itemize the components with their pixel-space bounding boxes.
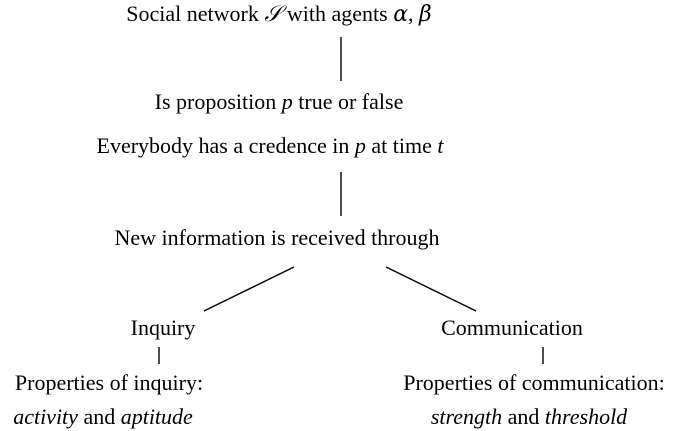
credence-middle: at time bbox=[365, 133, 438, 158]
communication-properties-values: strength and threshold bbox=[431, 404, 627, 430]
communication-properties-title: Properties of communication: bbox=[403, 370, 665, 396]
edge-new-info-to-inquiry bbox=[203, 266, 295, 312]
root-comma: , bbox=[408, 1, 420, 26]
inquiry-prop-aptitude: aptitude bbox=[120, 404, 193, 429]
communication-prop-strength: strength bbox=[430, 404, 503, 429]
root-middle: with agents bbox=[281, 1, 394, 26]
inquiry-node: Inquiry bbox=[131, 315, 196, 341]
new-info-text: New information is received through bbox=[114, 225, 440, 250]
agent-beta: β bbox=[419, 2, 432, 27]
new-info-node: New information is received through bbox=[114, 225, 439, 251]
communication-properties-line: Properties of communication: bbox=[403, 370, 665, 395]
communication-node: Communication bbox=[441, 315, 583, 341]
question-suffix: true or false bbox=[292, 89, 404, 114]
credence-var-p: p bbox=[354, 133, 366, 158]
inquiry-properties-line: Properties of inquiry: bbox=[14, 370, 204, 395]
question-var: p bbox=[281, 89, 293, 114]
inquiry-properties-title: Properties of inquiry: bbox=[15, 370, 203, 396]
communication-prop-threshold: threshold bbox=[544, 404, 628, 429]
root-node: Social network 𝒮 with agents α, β bbox=[126, 1, 432, 28]
question-prefix: Is proposition bbox=[154, 89, 282, 114]
inquiry-prop-activity: activity bbox=[13, 404, 78, 429]
inquiry-properties-values: activity and aptitude bbox=[13, 404, 193, 430]
inquiry-label: Inquiry bbox=[130, 315, 196, 340]
credence-var-t: t bbox=[437, 133, 444, 158]
question-node: Is proposition p true or false bbox=[155, 89, 404, 115]
agent-alpha: α bbox=[393, 2, 409, 27]
edge-new-info-to-communication bbox=[385, 266, 477, 312]
inquiry-prop-and: and bbox=[77, 404, 121, 429]
network-symbol: 𝒮 bbox=[264, 2, 282, 27]
credence-node: Everybody has a credence in p at time t bbox=[97, 133, 444, 159]
root-prefix: Social network bbox=[126, 1, 265, 26]
credence-prefix: Everybody has a credence in bbox=[96, 133, 355, 158]
communication-prop-and: and bbox=[502, 404, 545, 429]
communication-label: Communication bbox=[441, 315, 583, 340]
